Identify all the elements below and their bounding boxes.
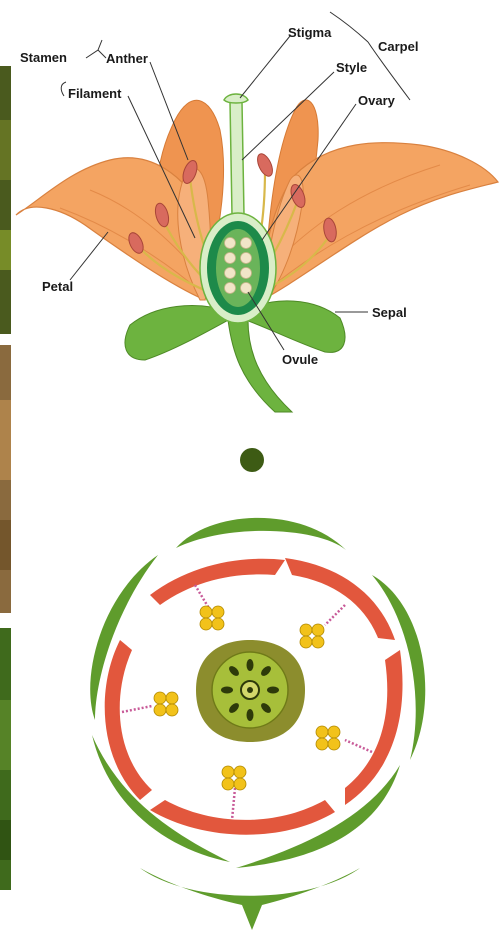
stamen-left xyxy=(122,692,178,716)
stamen-bottom xyxy=(222,766,246,820)
sepal-crescent-top xyxy=(176,518,346,550)
label-filament: Filament xyxy=(68,86,122,101)
label-petal: Petal xyxy=(42,279,73,294)
label-carpel: Carpel xyxy=(378,39,418,54)
floral-axis-dot xyxy=(240,448,264,472)
bract-bottom xyxy=(140,868,360,930)
label-style: Style xyxy=(336,60,367,75)
stamen-right xyxy=(316,726,372,752)
label-sepal: Sepal xyxy=(372,305,407,320)
stigma xyxy=(224,94,248,103)
petal-arc-4 xyxy=(150,800,335,835)
petal-arc-1 xyxy=(150,559,285,605)
label-anther: Anther xyxy=(106,51,148,66)
label-stigma: Stigma xyxy=(288,25,332,40)
lily-cross-section: Stamen Anther Filament Stigma Carpel Sty… xyxy=(16,12,498,412)
petal-arc-3 xyxy=(345,650,403,805)
photo-strip-top xyxy=(0,66,11,334)
label-ovule: Ovule xyxy=(282,352,318,367)
side-photo-strips xyxy=(0,66,11,890)
label-stamen: Stamen xyxy=(20,50,67,65)
style xyxy=(230,102,244,215)
floral-diagram xyxy=(90,448,425,930)
sepal-crescent-upper-left xyxy=(90,555,158,720)
stamen-top-left xyxy=(195,585,224,630)
label-ovary: Ovary xyxy=(358,93,396,108)
stamen-top-right xyxy=(300,605,345,648)
gynoecium xyxy=(196,640,305,742)
